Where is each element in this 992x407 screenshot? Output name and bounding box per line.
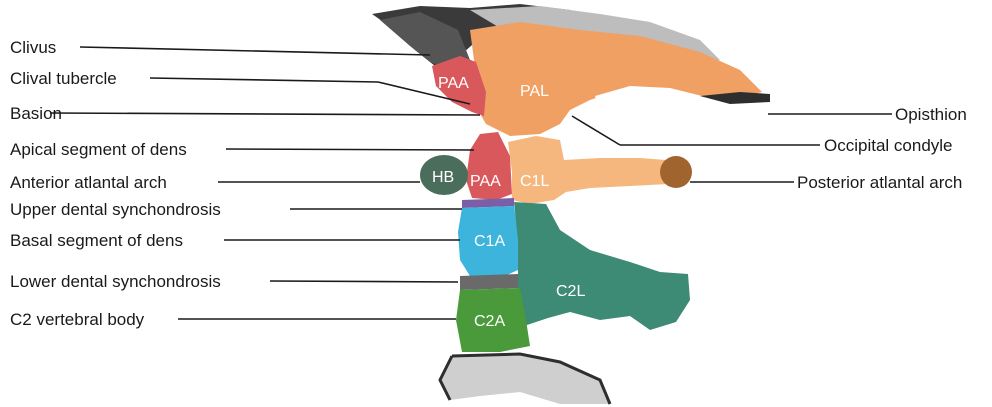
occipital-bone-pal: [470, 22, 762, 136]
lower-dental-synchondrosis-band: [460, 274, 520, 290]
region-label-c2l: C2L: [556, 283, 585, 300]
region-label-paa-lower: PAA: [470, 173, 501, 190]
label-clival-tubercle: Clival tubercle: [10, 69, 117, 88]
c2-lateral-mass: [514, 202, 690, 330]
label-opisthion: Opisthion: [895, 105, 967, 124]
leader-apical-segment: [226, 149, 474, 150]
region-label-paa-upper: PAA: [438, 75, 469, 92]
label-apical-segment-of-dens: Apical segment of dens: [10, 140, 187, 159]
region-label-c2a: C2A: [474, 313, 505, 330]
label-basion: Basion: [10, 104, 62, 123]
leader-lower-dental-synchondrosis: [270, 281, 458, 282]
region-label-c1l: C1L: [520, 173, 549, 190]
lower-vertebra-background: [440, 354, 610, 404]
label-posterior-atlantal-arch: Posterior atlantal arch: [797, 173, 962, 192]
c1-lateral-mass: [508, 136, 668, 204]
leader-clivus: [80, 47, 430, 55]
label-basal-segment-of-dens: Basal segment of dens: [10, 231, 183, 250]
region-label-hb: HB: [432, 169, 454, 186]
label-upper-dental-synchondrosis: Upper dental synchondrosis: [10, 200, 221, 219]
label-anterior-atlantal-arch: Anterior atlantal arch: [10, 173, 167, 192]
label-c2-vertebral-body: C2 vertebral body: [10, 310, 145, 329]
label-lower-dental-synchondrosis: Lower dental synchondrosis: [10, 272, 221, 291]
label-clivus: Clivus: [10, 38, 56, 57]
leader-basion: [50, 113, 480, 115]
region-label-c1a: C1A: [474, 233, 505, 250]
label-occipital-condyle: Occipital condyle: [824, 136, 953, 155]
leader-clival-tubercle: [150, 78, 378, 82]
posterior-atlantal-arch-tip: [660, 156, 692, 188]
region-label-pal: PAL: [520, 83, 549, 100]
leader-occipital-condyle-a: [572, 116, 620, 145]
